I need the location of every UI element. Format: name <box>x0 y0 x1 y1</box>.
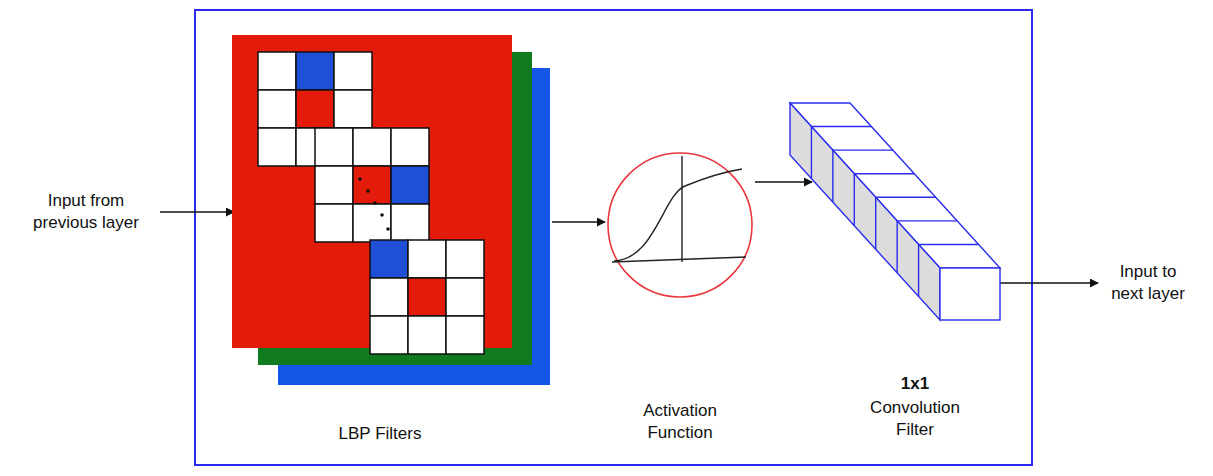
input-label: Input from previous layer <box>22 190 150 234</box>
layer-frame <box>195 10 1032 465</box>
node-heading: Activation Function <box>620 400 740 444</box>
input-arrow <box>160 211 234 213</box>
output-arrow <box>1000 282 1098 284</box>
node-heading: 1x1 <box>855 373 975 395</box>
node-text: Convolution Filter <box>855 397 975 441</box>
output-label: Input to next layer <box>1103 261 1193 305</box>
flow-arrow <box>552 221 605 223</box>
flow-arrow <box>755 181 812 183</box>
lbp-filter-stack-outline <box>232 35 552 450</box>
activation-circle-outline <box>605 150 755 440</box>
lbp-filter-stack: LBP Filters <box>232 35 552 450</box>
node-heading: LBP Filters <box>232 423 528 445</box>
activation-circle: Activation Function <box>605 150 755 448</box>
conv-filter-prism: 1x1Convolution Filter <box>812 95 1007 445</box>
